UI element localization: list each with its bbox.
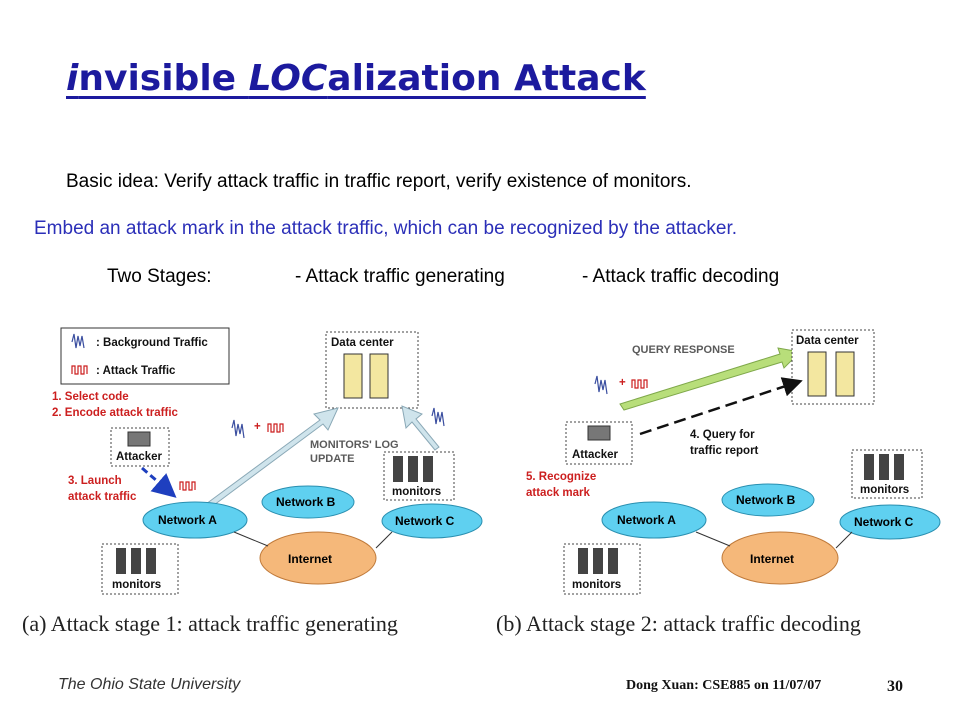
title-i: i (66, 58, 79, 99)
right-network-b-cloud (721, 483, 815, 517)
monitor-icon (116, 548, 126, 574)
plus-sign: + (619, 377, 626, 389)
footer-author: Dong Xuan: CSE885 on 11/07/07 (626, 678, 822, 693)
left-server-icon-2 (369, 353, 389, 399)
right-monitors-label-2: monitors (572, 579, 621, 591)
right-data-center-label: Data center (796, 335, 859, 347)
right-internet-cloud (721, 531, 839, 585)
left-network-a-cloud (142, 501, 248, 539)
query-arrow (639, 377, 803, 436)
monitor-icon (578, 548, 588, 574)
right-background-icon (594, 375, 608, 395)
right-network-a-cloud (601, 501, 707, 539)
monitor-icon (423, 456, 433, 482)
left-attack-icon-2 (179, 481, 196, 491)
log-update-arrow-2 (401, 405, 440, 451)
attack-stages-figure: : Background Traffic : Attack Traffic 1.… (20, 318, 945, 653)
query-response-arrow (619, 347, 802, 411)
monitor-icon (593, 548, 603, 574)
right-attacker-icon (587, 425, 611, 441)
link (233, 531, 269, 547)
embed-text: Embed an attack mark in the attack traff… (34, 218, 738, 239)
left-network-c-cloud (381, 503, 483, 539)
right-panel: QUERY RESPONSE + Data center 4. Query fo… (496, 329, 941, 636)
monitors-log-label-b: UPDATE (310, 453, 354, 465)
right-server-icon-1 (807, 351, 827, 397)
left-step-3a: 3. Launch (68, 475, 122, 487)
left-network-b-cloud (261, 485, 355, 519)
left-network-c-label: Network C (395, 514, 455, 528)
right-data-center-box (791, 329, 875, 405)
legend-attack-label: : Attack Traffic (96, 365, 176, 377)
right-attacker-label: Attacker (572, 449, 619, 461)
query-response-label: QUERY RESPONSE (632, 344, 735, 356)
left-attacker-icon (127, 431, 151, 447)
legend-background-label: : Background Traffic (96, 337, 208, 349)
right-server-icon-2 (835, 351, 855, 397)
left-internet-cloud (259, 531, 377, 585)
launch-arrow (141, 466, 177, 498)
link (835, 531, 853, 549)
monitor-icon (608, 548, 618, 574)
right-network-a-label: Network A (617, 513, 676, 527)
link (375, 531, 393, 549)
left-step-3b: attack traffic (68, 491, 137, 503)
monitor-icon (894, 454, 904, 480)
left-background-icon-2 (431, 407, 445, 427)
left-monitors-label-1: monitors (392, 486, 441, 498)
left-network-a-label: Network A (158, 513, 217, 527)
stage-1-text: - Attack traffic generating (295, 266, 505, 287)
right-step-5b: attack mark (526, 487, 591, 499)
right-step-4b: traffic report (690, 445, 759, 457)
stages-line: Two Stages: - Attack traffic generating - … (107, 266, 779, 288)
monitor-icon (131, 548, 141, 574)
stages-label: Two Stages: (107, 266, 212, 287)
monitor-icon (393, 456, 403, 482)
stage-2-text: - Attack traffic decoding (582, 266, 780, 287)
title-part-2: alization Attack (327, 58, 646, 99)
right-internet-label: Internet (750, 552, 794, 566)
legend-box (60, 327, 230, 385)
right-network-c-label: Network C (854, 515, 914, 529)
slide-title: invisible LOCalization Attack (66, 58, 646, 99)
left-internet-label: Internet (288, 552, 332, 566)
background-traffic-icon (71, 333, 85, 349)
right-network-b-label: Network B (736, 493, 796, 507)
monitor-icon (146, 548, 156, 574)
page-number: 30 (887, 678, 903, 695)
monitor-icon (879, 454, 889, 480)
basic-idea-text: Basic idea: Verify attack traffic in tra… (66, 171, 692, 192)
right-monitors-label-1: monitors (860, 484, 909, 496)
right-step-5a: 5. Recognize (526, 471, 596, 483)
monitor-icon (864, 454, 874, 480)
left-attacker-label: Attacker (116, 451, 163, 463)
left-server-icon-1 (343, 353, 363, 399)
left-monitors-label-2: monitors (112, 579, 161, 591)
right-network-c-cloud (839, 504, 941, 540)
left-background-icon (231, 419, 245, 439)
link (695, 531, 731, 547)
left-step-1: 1. Select code (52, 391, 129, 403)
left-step-2: 2. Encode attack traffic (52, 407, 179, 419)
right-step-4a: 4. Query for (690, 429, 755, 441)
monitors-log-label-a: MONITORS' LOG (310, 439, 399, 451)
right-attack-icon (631, 379, 648, 389)
left-attack-icon (267, 423, 284, 433)
footer-university: The Ohio State University (58, 676, 241, 693)
left-data-center-label: Data center (331, 337, 394, 349)
title-part-1: nvisible (78, 58, 249, 99)
left-caption: (a) Attack stage 1: attack traffic gener… (22, 611, 398, 636)
log-update-arrow-1 (205, 407, 339, 509)
attack-traffic-icon (71, 365, 88, 375)
monitor-icon (408, 456, 418, 482)
left-panel: : Background Traffic : Attack Traffic 1.… (22, 327, 483, 636)
plus-sign: + (254, 421, 261, 433)
left-network-b-label: Network B (276, 495, 336, 509)
title-loc: LOC (248, 58, 328, 99)
right-caption: (b) Attack stage 2: attack traffic decod… (496, 611, 861, 636)
